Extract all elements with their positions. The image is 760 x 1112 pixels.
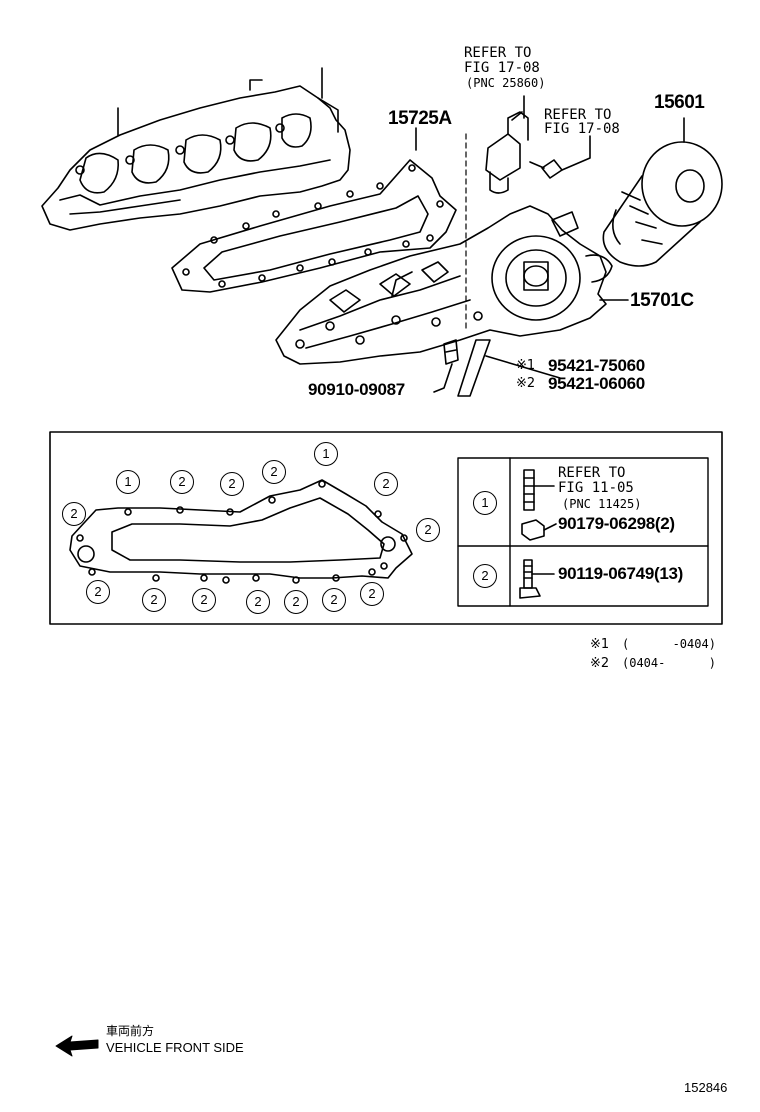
ref-b-line1: REFER TO [544, 107, 612, 123]
legend-ref-line2: FIG 11-05 [558, 480, 634, 496]
part-95421-75060: 95421-75060 [548, 356, 645, 375]
gasket-callout: 2 [322, 588, 346, 612]
note-2-mark: ※2 [590, 656, 610, 671]
leader-ref-b [561, 135, 591, 171]
ref-a-line2: FIG 17-08 [464, 60, 540, 76]
note-2-text: (0404- ) [622, 656, 716, 670]
gasket-plan-view [69, 479, 413, 584]
nut-icon [521, 519, 557, 541]
gasket-callout: 2 [142, 588, 166, 612]
part-15701c: 15701C [630, 290, 694, 311]
note-1-text: ( -0404) [622, 637, 716, 651]
front-side-en: VEHICLE FRONT SIDE [106, 1040, 244, 1055]
gasket-callout: 2 [284, 590, 308, 614]
legend-symbol-1: 1 [473, 491, 497, 515]
gasket-callout: 2 [246, 590, 270, 614]
oil-cooler-gasket [171, 159, 457, 293]
gasket-callout: 2 [62, 502, 86, 526]
oil-cooler-housing [275, 205, 629, 365]
note-1-mark: ※1 [590, 637, 610, 652]
stud-icon [523, 469, 555, 511]
stud-bolt [433, 339, 459, 393]
bolt-icon [519, 559, 555, 599]
gasket-callout: 1 [116, 470, 140, 494]
oil-filter [602, 117, 723, 267]
legend-ref-line3: (PNC 11425) [562, 497, 642, 511]
ref-a-line3: (PNC 25860) [466, 76, 546, 90]
gasket-callout: 2 [220, 472, 244, 496]
mark-2: ※2 [516, 376, 536, 391]
ref-b-line2: FIG 17-08 [544, 121, 620, 137]
gasket-callout: 2 [262, 460, 286, 484]
part-90910-09087: 90910-09087 [308, 380, 405, 399]
small-bolt [529, 159, 563, 179]
part-15725a: 15725A [388, 108, 452, 129]
ref-a-line1: REFER TO [464, 45, 532, 61]
legend-part-2: 90119-06749(13) [558, 564, 684, 583]
gasket-callout: 2 [170, 470, 194, 494]
legend-symbol-2: 2 [473, 564, 497, 588]
gasket-callout: 2 [86, 580, 110, 604]
gasket-callout: 2 [416, 518, 440, 542]
figure-code: 152846 [684, 1080, 728, 1095]
gasket-callout: 2 [374, 472, 398, 496]
mark-1: ※1 [516, 358, 536, 373]
legend-part-1: 90179-06298(2) [558, 514, 675, 533]
legend-ref-line1: REFER TO [558, 465, 626, 481]
part-95421-06060: 95421-06060 [548, 374, 645, 393]
oil-pressure-sensor [485, 111, 529, 194]
legend-frame [49, 431, 723, 625]
part-15601: 15601 [654, 92, 705, 113]
engine-block-outline [41, 67, 351, 231]
oil-pipe [457, 339, 561, 397]
gasket-callout: 2 [192, 588, 216, 612]
front-side-jp: 車両前方 [106, 1024, 155, 1038]
gasket-callout: 1 [314, 442, 338, 466]
gasket-callout: 2 [360, 582, 384, 606]
legend-table [457, 457, 709, 607]
front-arrow-icon [55, 1035, 99, 1057]
